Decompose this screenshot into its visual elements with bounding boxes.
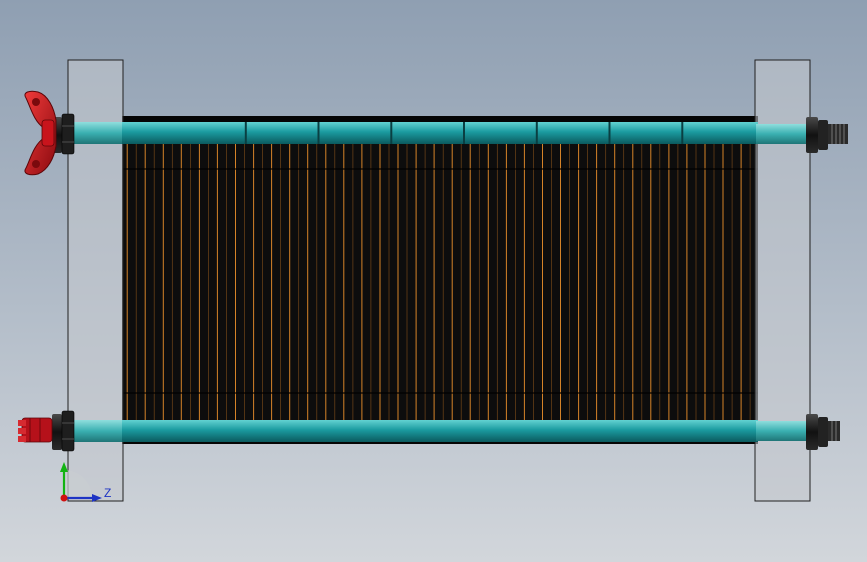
tie-rod-joint	[608, 122, 611, 144]
triad-origin	[60, 494, 68, 502]
triad-y-arrow	[60, 462, 68, 472]
lower-gasket-line	[122, 392, 758, 394]
tie-rod-joint	[244, 122, 247, 144]
tie-rod-joint	[535, 122, 538, 144]
wing-nut[interactable]	[24, 90, 57, 176]
top-tie-rod-body	[122, 122, 758, 144]
top-tie-rod-joints	[244, 122, 684, 144]
plate-pack-body	[122, 116, 758, 444]
triad-z-label: Z	[104, 486, 111, 500]
plate-pack[interactable]	[122, 116, 758, 444]
triad-plane-arc	[64, 470, 92, 498]
wing-nut-lower-hole	[32, 160, 40, 168]
bottom-tie-rod-right-shank	[756, 421, 808, 441]
left-bottom-nut[interactable]	[52, 410, 75, 452]
top-tie-rod[interactable]	[74, 122, 808, 144]
top-tie-rod-right-shank	[756, 124, 808, 144]
tie-rod-joint	[463, 122, 465, 144]
plate-stripes	[122, 124, 758, 436]
plate-pack-top-band	[122, 116, 758, 122]
bottom-tie-rod-body	[122, 420, 758, 442]
wing-nut-upper-hole	[32, 98, 40, 106]
tie-rod-joint	[317, 122, 320, 144]
right-top-thread	[828, 124, 848, 144]
bolt-head-red[interactable]	[18, 417, 53, 443]
right-top-nut[interactable]	[806, 117, 848, 153]
right-bottom-nut[interactable]	[806, 414, 840, 450]
tie-rod-joint	[390, 122, 393, 144]
tie-rod-joint	[681, 122, 684, 144]
orientation-triad[interactable]: Z	[60, 462, 111, 502]
bottom-tie-rod[interactable]	[74, 420, 808, 442]
triad-z-arrow	[92, 494, 102, 502]
right-bottom-thread	[828, 421, 840, 441]
upper-gasket-line	[122, 168, 758, 170]
top-tie-rod-left-shank	[74, 122, 124, 144]
bottom-tie-rod-left-shank	[74, 420, 124, 442]
